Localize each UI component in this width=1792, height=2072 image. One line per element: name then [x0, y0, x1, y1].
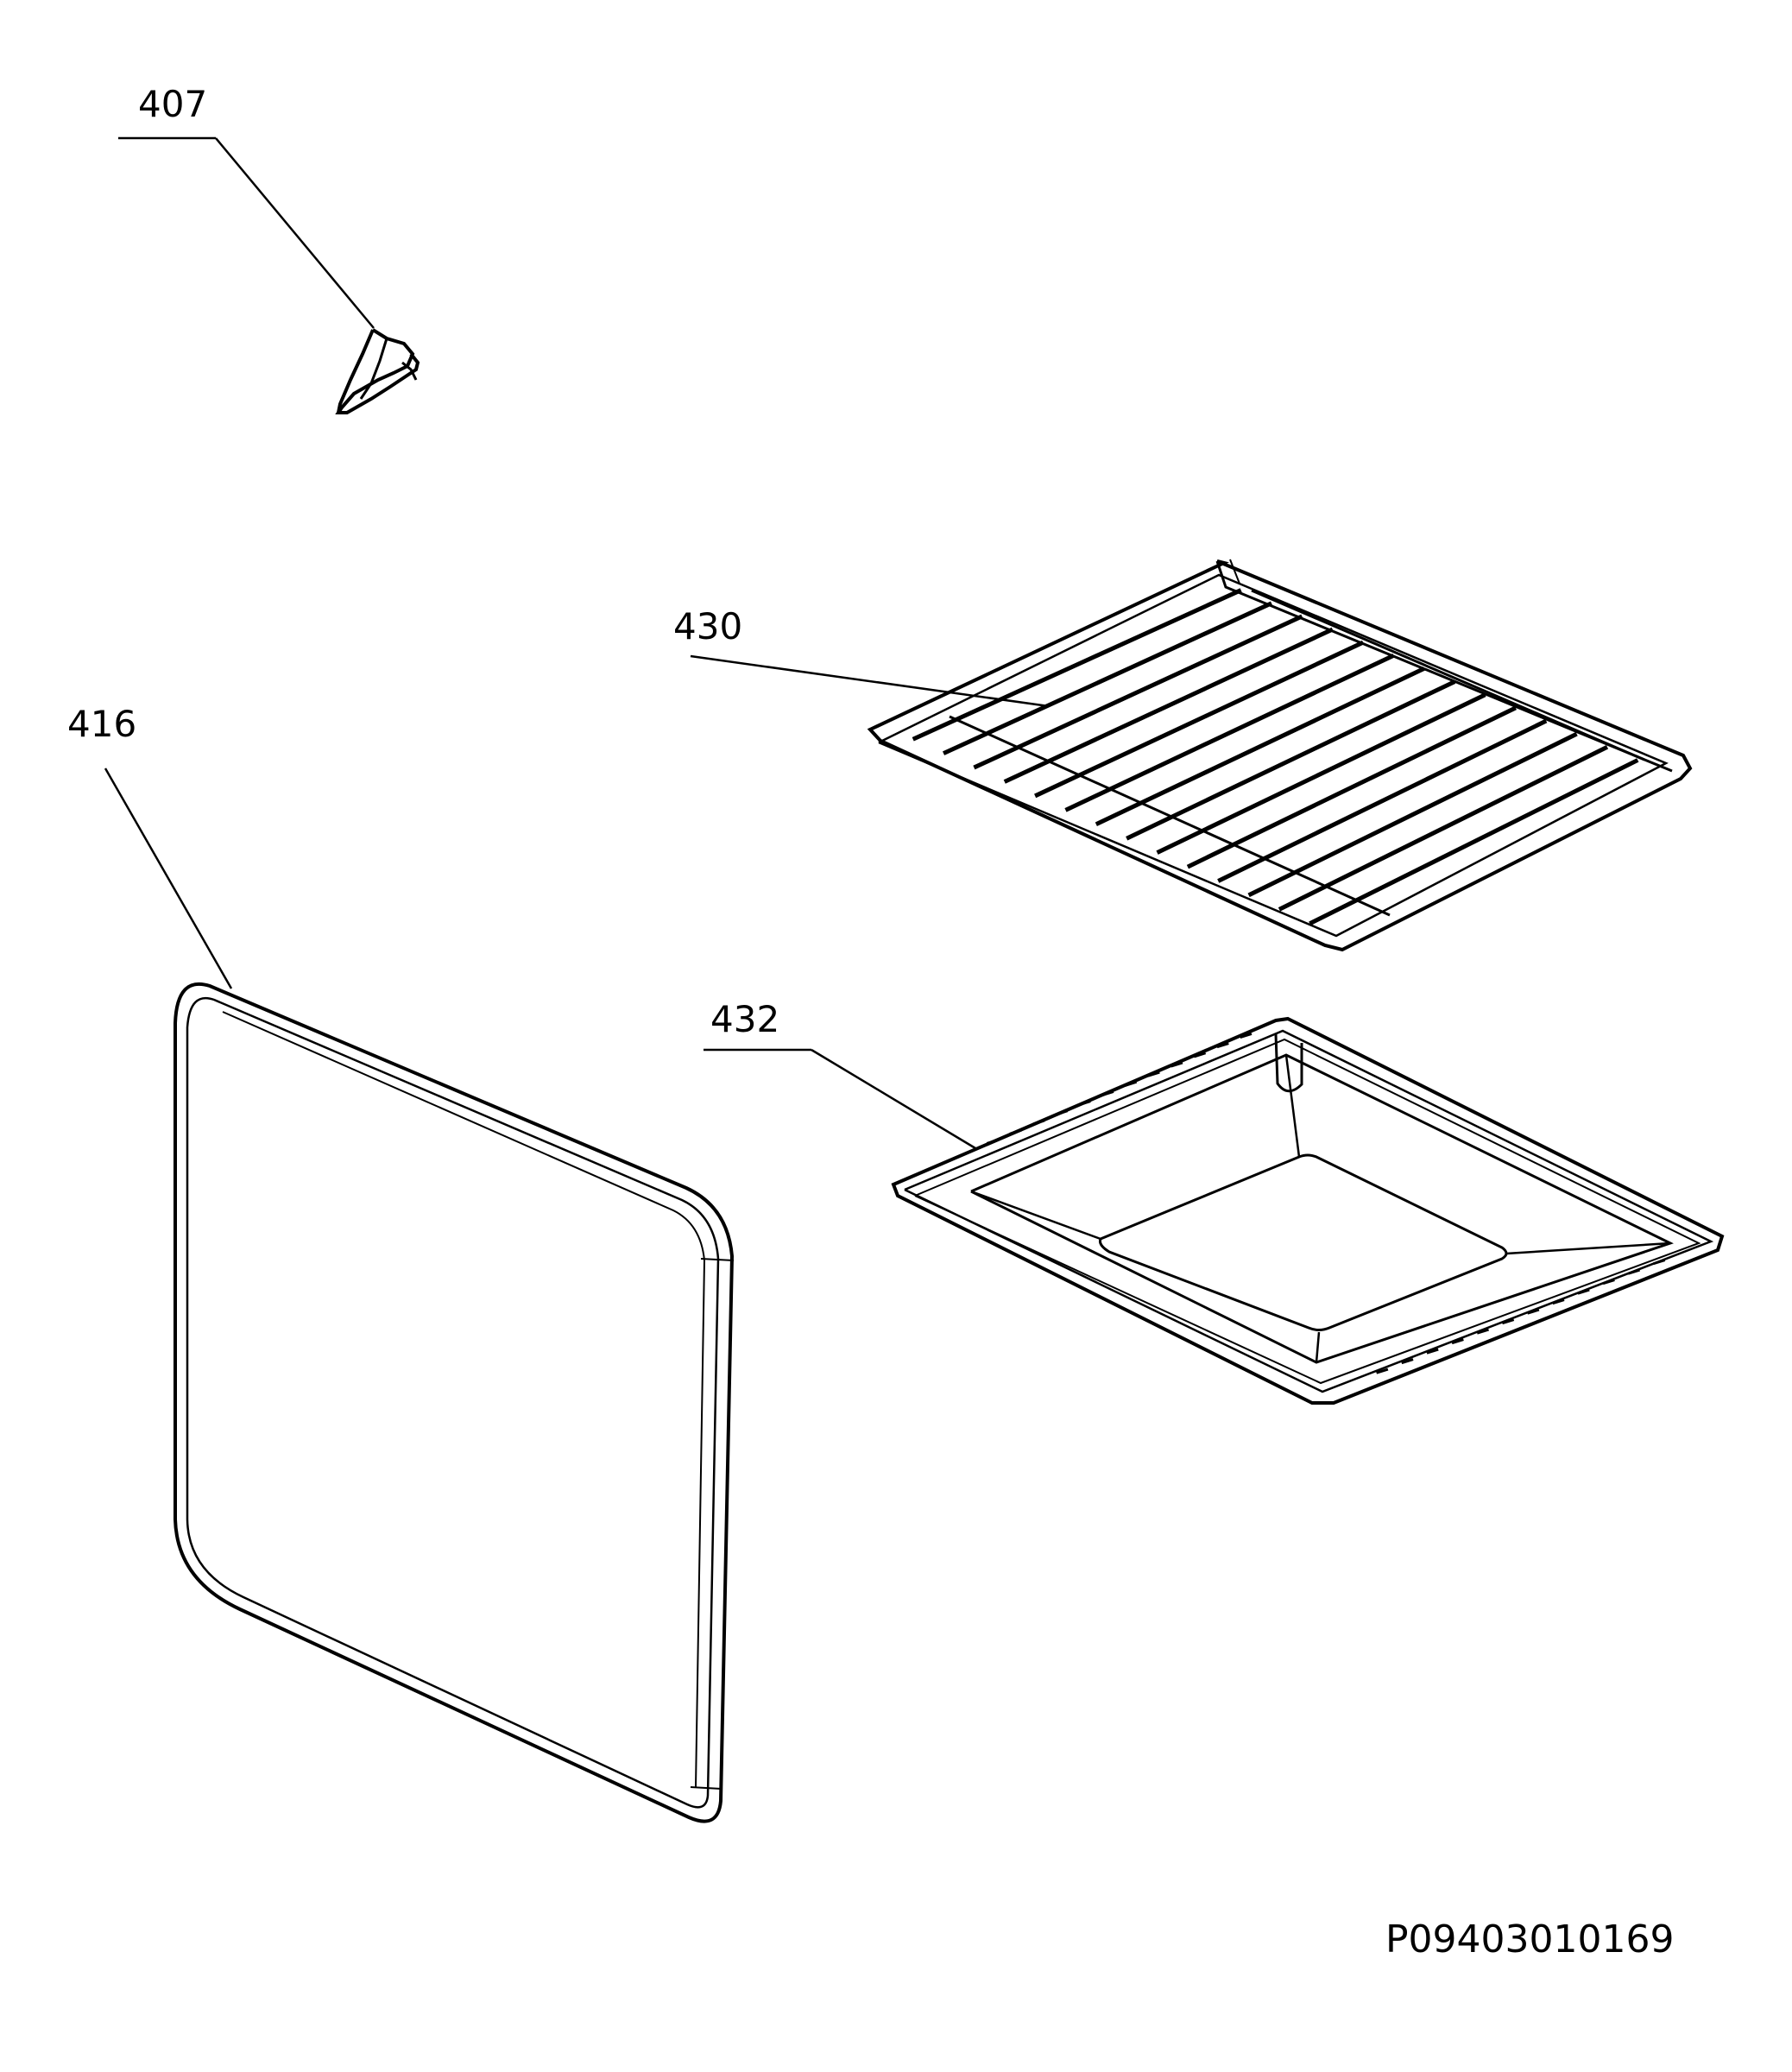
shelf-wire: [1309, 760, 1637, 923]
leader-416: [105, 768, 231, 989]
tray-emboss-mark: [1427, 1349, 1438, 1353]
tray-emboss-mark: [1402, 1360, 1413, 1363]
tray-emboss-mark: [1240, 1033, 1252, 1037]
tray-emboss-mark: [1477, 1330, 1488, 1333]
tray-emboss-mark: [1079, 1102, 1090, 1105]
shelf-wire: [1218, 721, 1546, 881]
tray-emboss-mark: [1056, 1111, 1067, 1115]
leader-407: [216, 138, 374, 328]
tray-emboss-mark: [987, 1140, 998, 1143]
tray-emboss-mark: [1653, 1260, 1664, 1264]
tray-emboss-mark: [1502, 1320, 1513, 1323]
shelf-wires: [913, 591, 1638, 924]
callout-432: 432: [710, 998, 780, 1040]
shelf-wire: [1249, 734, 1577, 895]
tray-emboss-mark: [1148, 1072, 1159, 1076]
tray-emboss-mark: [1603, 1280, 1614, 1284]
shelf-wire: [943, 603, 1271, 754]
part-430-wire-shelf: [691, 559, 1690, 950]
part-416-glass-panel: [105, 768, 734, 1822]
tray-emboss-mark: [1528, 1310, 1539, 1313]
shelf-wire: [1126, 682, 1454, 839]
tray-emboss-mark: [1553, 1300, 1564, 1304]
tray-emboss-mark: [1010, 1130, 1021, 1134]
document-id: P09403010169: [1385, 1917, 1675, 1961]
shelf-wire: [1279, 747, 1607, 909]
tray-emboss-mark: [1194, 1053, 1205, 1057]
shelf-wire: [974, 616, 1302, 768]
shelf-wire: [1065, 655, 1393, 810]
tray-emboss-mark: [1452, 1340, 1463, 1343]
part-432-baking-tray: [704, 1019, 1722, 1403]
tray-rim-embossing: [987, 1033, 1664, 1373]
shelf-wire: [1005, 629, 1333, 782]
shelf-wire: [1158, 695, 1486, 853]
tray-emboss-mark: [1171, 1063, 1183, 1066]
callout-430: 430: [673, 605, 743, 648]
shelf-wire: [1096, 668, 1424, 824]
tray-emboss-mark: [1102, 1091, 1114, 1095]
tray-emboss-mark: [1377, 1369, 1388, 1373]
shelf-wire: [913, 591, 1241, 740]
tray-emboss-mark: [1628, 1270, 1639, 1273]
leader-430: [691, 656, 1049, 706]
leader-432: [811, 1050, 975, 1148]
tray-emboss-mark: [1033, 1121, 1044, 1124]
callout-416: 416: [67, 703, 137, 745]
shelf-wire: [1035, 642, 1363, 796]
tray-emboss-mark: [1125, 1082, 1136, 1085]
part-407-clip: [118, 138, 418, 413]
shelf-wire: [1188, 708, 1516, 867]
tray-emboss-mark: [1217, 1044, 1228, 1047]
callout-407: 407: [138, 83, 208, 125]
tray-emboss-mark: [1578, 1290, 1589, 1293]
